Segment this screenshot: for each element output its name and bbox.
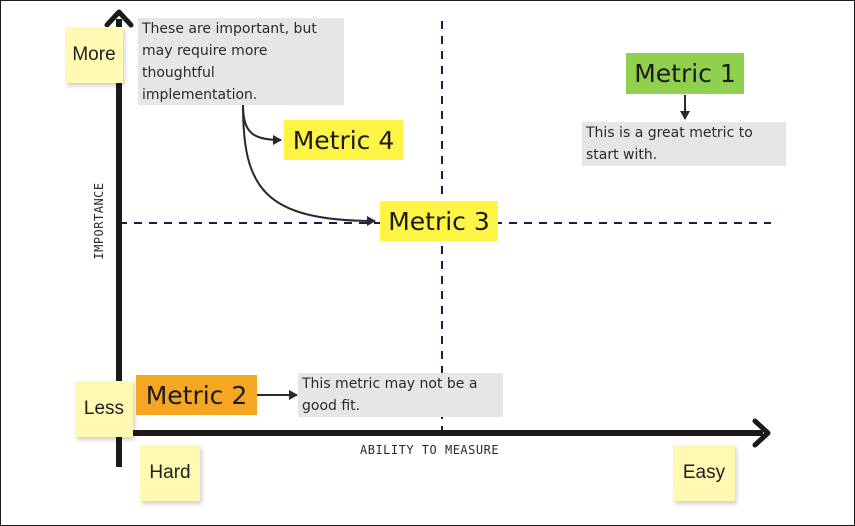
note-line: This is a great metric to <box>586 125 753 141</box>
connector-note-to-metric4 <box>242 104 282 145</box>
note-line: good fit. <box>302 398 361 414</box>
note-line: This metric may not be a <box>302 376 478 392</box>
x-axis-high-label: Easy <box>682 462 726 483</box>
top-note: These are important, but may require mor… <box>138 18 344 105</box>
note-line: start with. <box>586 147 658 163</box>
y-axis-title: IMPORTANCE <box>92 182 106 260</box>
x-axis-arrowhead <box>752 418 771 448</box>
metric-1-tag: Metric 1 <box>626 53 744 94</box>
y-axis-low-sticky: Less <box>75 381 133 437</box>
note-line: These are important, but <box>142 21 317 37</box>
x-axis-high-sticky: Easy <box>673 445 735 501</box>
metric2-note: This metric may not be a good fit. <box>298 373 503 417</box>
note-line: may require more <box>142 43 268 59</box>
y-axis-arrowhead <box>104 9 134 28</box>
metric-4-tag: Metric 4 <box>284 120 403 160</box>
y-axis-high-sticky: More <box>65 27 123 83</box>
metric-3-tag: Metric 3 <box>380 201 498 241</box>
x-axis-low-label: Hard <box>149 462 191 483</box>
y-axis-high-label: More <box>72 44 116 65</box>
y-axis-low-label: Less <box>83 398 125 419</box>
x-axis-title: ABILITY TO MEASURE <box>360 443 500 457</box>
metric-2-tag: Metric 2 <box>136 375 257 415</box>
metric1-note: This is a great metric to start with. <box>582 122 786 166</box>
note-line: implementation. <box>142 87 258 103</box>
note-line: thoughtful <box>142 65 215 81</box>
connector-note-to-metric3 <box>242 104 376 226</box>
x-axis-low-sticky: Hard <box>140 445 200 501</box>
